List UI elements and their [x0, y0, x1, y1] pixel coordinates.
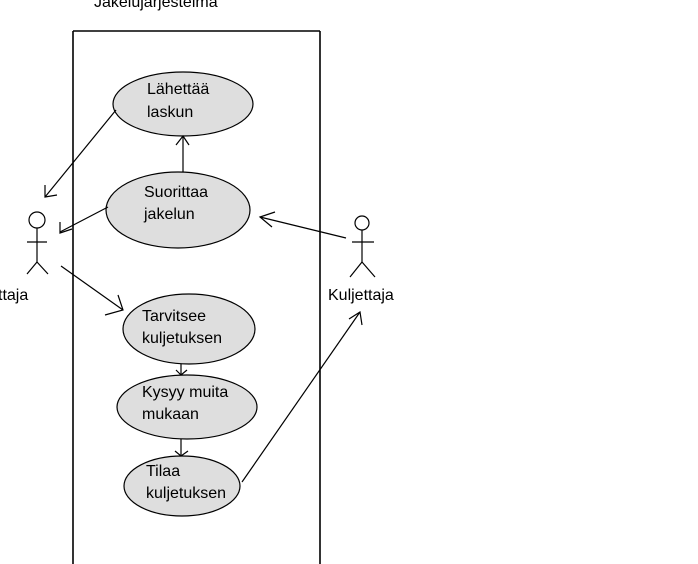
use-case-ask-others-line2: mukaan [142, 406, 199, 423]
arrow-perform-delivery-to-actor-left [59, 206, 109, 234]
use-case-needs-transport-line1: Tarvitsee [142, 308, 206, 325]
actor-left: ttaja [0, 211, 49, 304]
arrow-order-transport-to-actor-right [241, 311, 363, 483]
actor-left-figure [26, 211, 49, 275]
arrow-actor-right-to-perform-delivery [258, 211, 347, 239]
actor-right-label: Kuljettaja [328, 287, 394, 304]
actor-left-label: ttaja [0, 287, 28, 304]
use-case-perform-delivery-line2: jakelun [143, 206, 195, 223]
use-case-needs-transport-line2: kuljetuksen [142, 330, 222, 347]
actor-right: Kuljettaja [328, 215, 394, 304]
arrow-actor-left-to-needs-transport [60, 265, 124, 316]
actor-right-figure [349, 215, 376, 278]
system-title: Jakelujärjestelmä [94, 0, 218, 11]
use-case-ask-others-line1: Kysyy muita [142, 384, 228, 401]
use-case-send-invoice-line2: laskun [147, 104, 193, 121]
use-case-ask-others: Kysyy muita mukaan [116, 374, 258, 440]
use-case-order-transport-line1: Tilaa [146, 463, 180, 480]
use-case-perform-delivery: Suorittaa jakelun [105, 171, 251, 249]
arrow-needs-transport-to-ask-others [175, 364, 188, 376]
use-case-order-transport: Tilaa kuljetuksen [123, 455, 241, 517]
use-case-send-invoice-line1: Lähettää [147, 81, 209, 98]
use-case-needs-transport: Tarvitsee kuljetuksen [122, 293, 256, 365]
arrow-ask-others-to-order-transport [174, 439, 189, 457]
use-case-order-transport-line2: kuljetuksen [146, 485, 226, 502]
arrow-perform-delivery-to-send-invoice [175, 134, 190, 172]
use-case-perform-delivery-line1: Suorittaa [144, 184, 208, 201]
system-boundary: Jakelujärjestelmä [72, 0, 321, 564]
use-case-send-invoice: Lähettää laskun [112, 71, 254, 137]
arrow-send-invoice-to-actor-left [44, 109, 117, 198]
